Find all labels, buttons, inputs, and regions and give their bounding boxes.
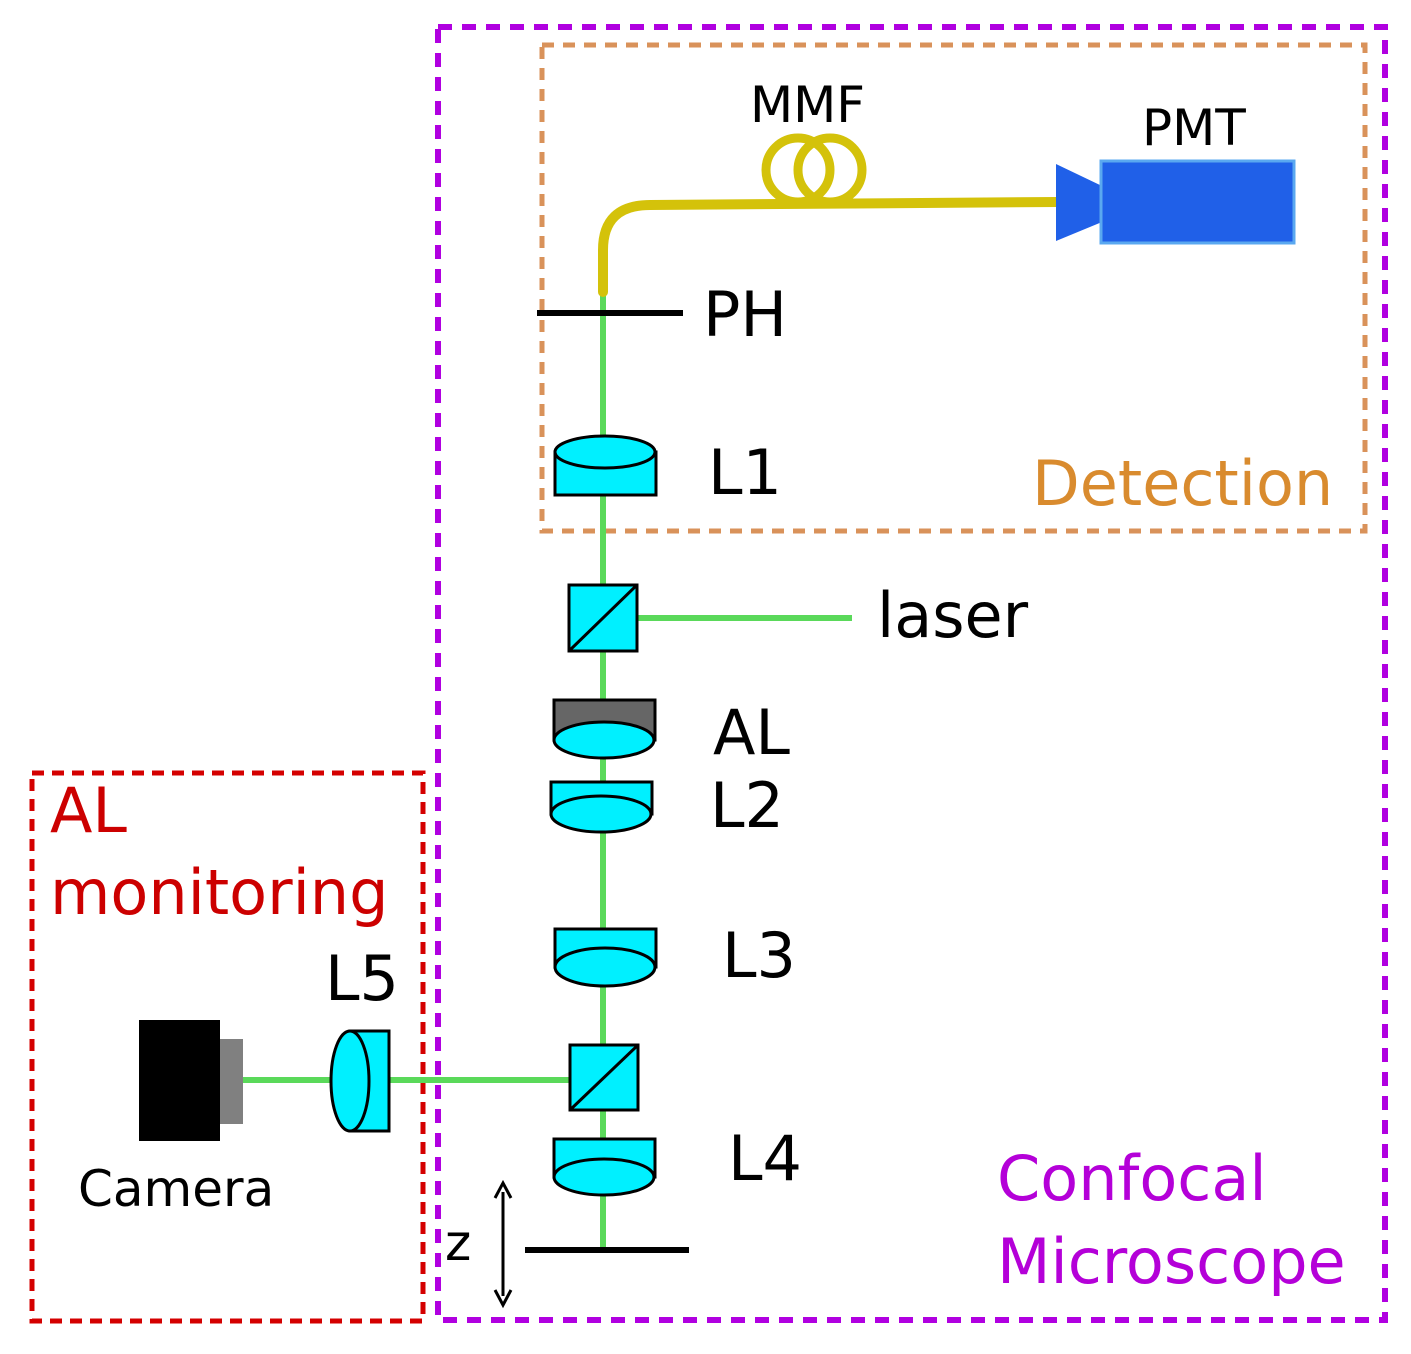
confocal-title-line1: Confocal — [997, 1142, 1267, 1215]
label-l4: L4 — [728, 1122, 802, 1195]
fiber-loop-left — [761, 133, 835, 207]
monitoring-title-line2: monitoring — [50, 856, 388, 929]
label-al: AL — [713, 696, 790, 769]
label-l1: L1 — [708, 436, 782, 509]
lens-l2-icon — [549, 780, 654, 834]
label-l3: L3 — [722, 919, 796, 992]
camera-adapter — [220, 1039, 243, 1124]
detection-title: Detection — [1032, 447, 1333, 520]
camera-body — [139, 1020, 220, 1141]
double-headed-arrow-icon — [493, 1179, 513, 1309]
label-camera: Camera — [78, 1160, 274, 1218]
lens-l5-icon — [329, 1029, 391, 1133]
multimode-fiber — [598, 197, 1063, 297]
label-mmf: MMF — [750, 76, 865, 134]
lens-l3-icon — [553, 927, 658, 988]
camera-icon — [139, 1020, 243, 1141]
label-laser: laser — [877, 579, 1029, 652]
monitoring-title-line1: AL — [50, 774, 127, 847]
fiber-coil-icon — [598, 133, 1063, 297]
label-l2: L2 — [710, 769, 784, 842]
adaptive-lens-icon — [552, 698, 657, 760]
photomultiplier-tube-icon — [1056, 159, 1296, 245]
beam-splitter-cube-icon — [567, 583, 639, 653]
confocal-title-line2: Microscope — [997, 1225, 1346, 1298]
pmt-body — [1101, 161, 1294, 243]
pmt-body-edge — [1099, 159, 1296, 245]
label-ph: PH — [703, 278, 787, 351]
label-z: z — [445, 1214, 471, 1272]
pmt-window — [1056, 164, 1102, 241]
lens-l1-icon — [553, 434, 658, 497]
lens-l4-icon — [552, 1137, 657, 1197]
confocal-microscope-border — [435, 24, 1388, 1323]
label-l5: L5 — [325, 942, 399, 1015]
al-monitoring-border — [29, 770, 426, 1324]
fiber-loop-right — [793, 133, 867, 207]
detection-border — [539, 42, 1368, 534]
label-pmt: PMT — [1142, 99, 1246, 157]
beam-splitter-cube-icon — [568, 1043, 640, 1112]
